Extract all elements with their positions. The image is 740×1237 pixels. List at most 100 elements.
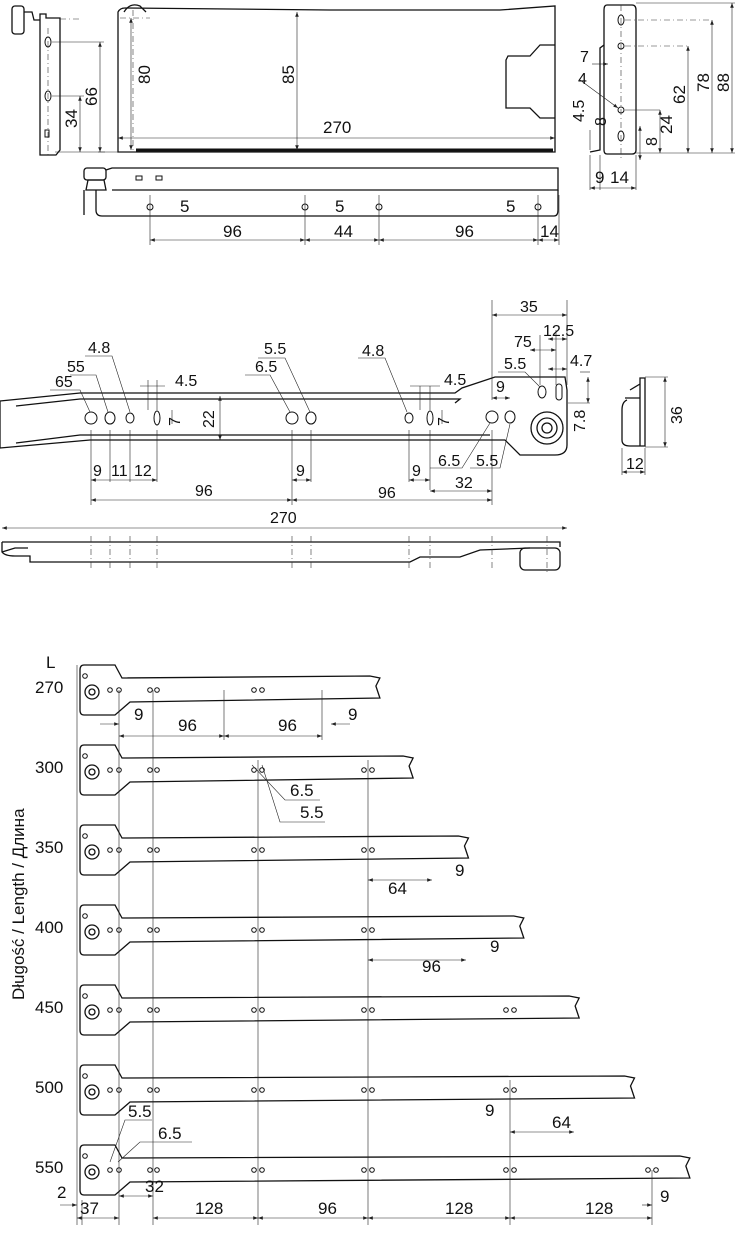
dim-550-32: 32 [145, 1177, 164, 1196]
mounting-hole [645, 1167, 651, 1173]
slot-4-5-left: 4.5 [175, 373, 197, 390]
dim-8-upper: 8 [593, 117, 610, 126]
dim-4-5: 4.5 [571, 100, 588, 122]
dim-550-128-b: 128 [445, 1199, 473, 1218]
mounting-hole [361, 1087, 367, 1093]
mounting-hole [503, 1087, 509, 1093]
hole-6-5-mid: 6.5 [255, 359, 277, 376]
slot-7-left: 7 [167, 417, 184, 426]
dim-270-9-a: 9 [134, 705, 143, 724]
mounting-hole [82, 753, 88, 759]
mounting-hole [154, 1167, 160, 1173]
mounting-hole [154, 687, 160, 693]
mounting-hole [147, 687, 153, 693]
mounting-hole [653, 1167, 659, 1173]
mounting-hole [82, 1153, 88, 1159]
mounting-hole [259, 1087, 265, 1093]
mounting-hole [147, 847, 153, 853]
dim-550-128-a: 128 [195, 1199, 223, 1218]
dim-96-a: 96 [223, 222, 242, 241]
mounting-hole [154, 1087, 160, 1093]
hole-4-8-left: 4.8 [88, 340, 110, 357]
mounting-hole [107, 1167, 113, 1173]
rail-variant-550 [79, 1144, 691, 1196]
dim-550-6-5: 6.5 [158, 1124, 182, 1143]
dim-550-5-5: 5.5 [128, 1102, 152, 1121]
dim-9: 9 [595, 168, 604, 187]
dim-34: 34 [62, 109, 81, 128]
dim-270-rail: 270 [270, 510, 297, 527]
mounting-hole [82, 833, 88, 839]
roller-mount-hole [88, 1088, 96, 1096]
rail-outline [79, 824, 470, 876]
mounting-hole [251, 1007, 257, 1013]
dim-78: 78 [694, 73, 713, 92]
roller-mount-hole [88, 928, 96, 936]
mounting-hole [107, 1087, 113, 1093]
dim-14: 14 [610, 168, 629, 187]
rail-outline [79, 1144, 691, 1196]
mounting-hole [503, 1007, 509, 1013]
roller-mount-hole [84, 1164, 100, 1180]
dim-8-lower: 8 [644, 137, 661, 146]
mounting-hole [511, 1087, 517, 1093]
mounting-hole [369, 927, 375, 933]
dim-12: 12 [134, 463, 152, 480]
mounting-hole [147, 1087, 153, 1093]
mounting-hole [251, 687, 257, 693]
length-column-header: L [46, 653, 55, 672]
dim-350-64: 64 [388, 879, 407, 898]
dim-32: 32 [455, 475, 473, 492]
rail-outline [79, 664, 381, 716]
rail-outline [79, 744, 415, 796]
dim-36: 36 [669, 406, 686, 424]
mounting-hole [369, 1007, 375, 1013]
mounting-hole [361, 1007, 367, 1013]
roller-mount-hole [84, 844, 100, 860]
mounting-hole [361, 847, 367, 853]
mounting-hole [369, 847, 375, 853]
dim-500-64: 64 [552, 1113, 571, 1132]
dim-85: 85 [279, 65, 298, 84]
hole-5-5-front: 5.5 [504, 356, 526, 373]
mounting-hole [147, 927, 153, 933]
mounting-hole [107, 767, 113, 773]
slot-7-right: 7 [436, 417, 453, 426]
mounting-hole [154, 1007, 160, 1013]
roller-mount-hole [84, 1084, 100, 1100]
mounting-hole [259, 1167, 265, 1173]
dim-9-b: 9 [296, 463, 305, 480]
length-axis-label: Długość / Length / Длина [9, 808, 28, 1000]
rail-variant-350 [79, 824, 470, 876]
mounting-hole [511, 1167, 517, 1173]
mounting-hole [107, 927, 113, 933]
dim-500-9: 9 [485, 1101, 494, 1120]
roller-mount-hole [84, 684, 100, 700]
mounting-hole [107, 687, 113, 693]
roller-mount-hole [88, 1168, 96, 1176]
mounting-hole [251, 767, 257, 773]
dim-270-96-b: 96 [278, 716, 297, 735]
dim-550-37: 37 [80, 1199, 99, 1218]
dim-4: 4 [578, 71, 587, 88]
mounting-hole [82, 1073, 88, 1079]
rail-variant-300 [79, 744, 415, 796]
mounting-hole [369, 1167, 375, 1173]
mounting-hole [369, 1087, 375, 1093]
mounting-hole [82, 673, 88, 679]
dim-4-7: 4.7 [570, 353, 592, 370]
dim-270-96-a: 96 [178, 716, 197, 735]
dim-80: 80 [135, 65, 154, 84]
mounting-hole [369, 767, 375, 773]
hole-5-5-front-b: 5.5 [476, 453, 498, 470]
dim-44: 44 [334, 222, 353, 241]
hole-5-5-mid: 5.5 [264, 341, 286, 358]
end-view: 7 4 4.5 8 62 78 88 24 8 9 14 [571, 2, 735, 190]
dim-11: 11 [111, 463, 128, 480]
mounting-hole [259, 1007, 265, 1013]
dim-12-5: 12.5 [543, 323, 574, 340]
dim-96-b: 96 [378, 485, 396, 502]
mounting-hole [259, 927, 265, 933]
roller-mount-hole [88, 768, 96, 776]
